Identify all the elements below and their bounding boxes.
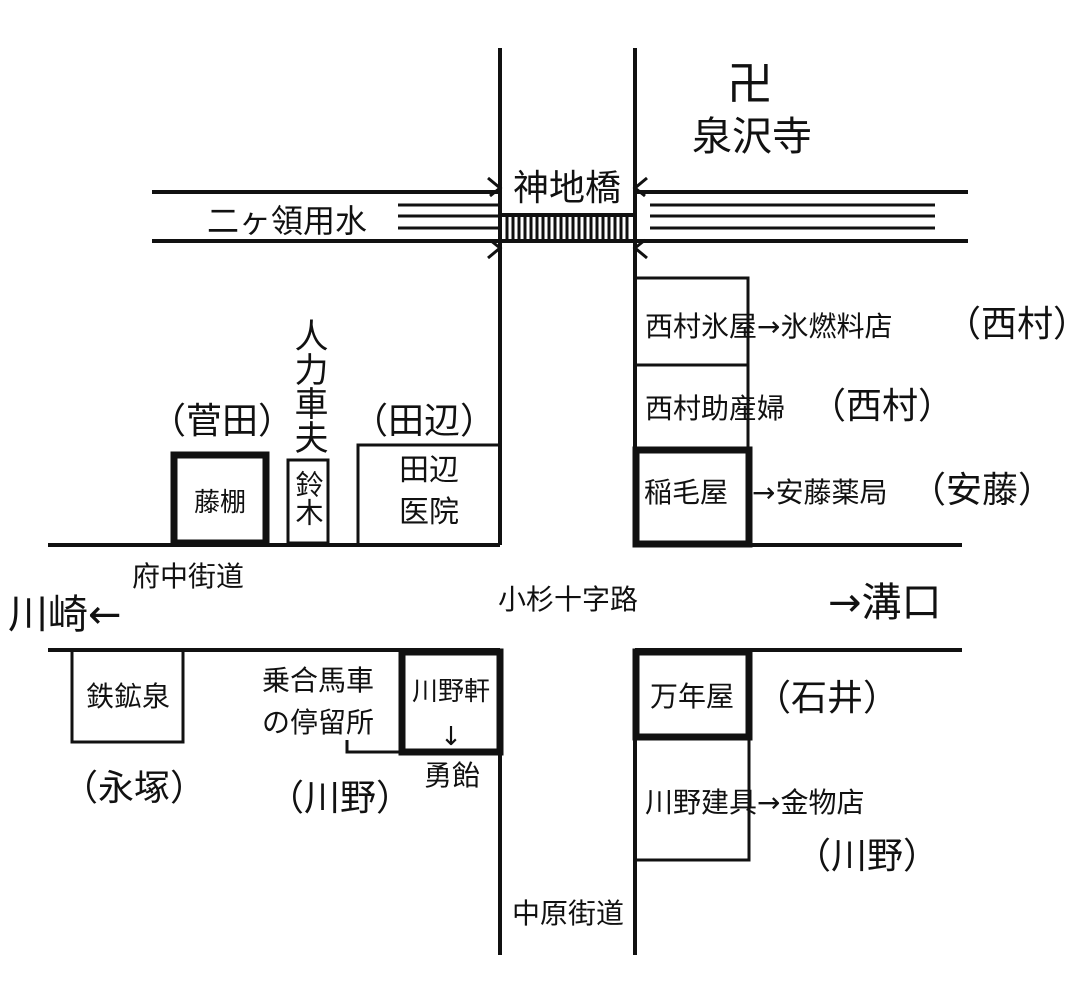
rickshaw-label: 人力車夫 [288, 318, 328, 454]
west-destination: 川崎← [8, 592, 122, 638]
fujidana-label: 藤棚 [194, 488, 246, 518]
fuchu-road-label: 府中街道 [132, 560, 244, 593]
nishimura-ice-label: 西村氷屋→氷燃料店 [645, 310, 892, 343]
tanabe-owner: （田辺） [352, 401, 496, 442]
fujidana-building [170, 451, 270, 547]
nishimura-ice-building [635, 276, 750, 367]
mannenya-building [632, 648, 753, 741]
carriage-stop-line2: の停留所 [262, 706, 374, 739]
ando-owner: （安藤） [910, 470, 1054, 511]
canal-label: 二ヶ領用水 [207, 202, 367, 240]
nagatsuka-owner: （永塚） [62, 768, 206, 809]
bridge [487, 176, 648, 260]
carriage-stop-building [345, 740, 402, 754]
kawanoken-arrow: ↓ [440, 722, 462, 752]
carriage-stop-line1: 乗合馬車 [262, 664, 374, 697]
kawano-se-owner: （川野） [795, 836, 939, 877]
temple-name: 泉沢寺 [692, 114, 812, 160]
tanabe-clinic-building [356, 443, 500, 543]
nishimura-midwife-label: 西村助産婦 [645, 392, 785, 425]
canal [152, 190, 968, 243]
kawano-sw-owner: （川野） [268, 778, 412, 819]
inageya-building [632, 446, 753, 548]
tanabe-clinic-line1: 田辺 [399, 453, 459, 488]
tekkosen-label: 鉄鉱泉 [86, 680, 170, 713]
kawano-tategu-label: 川野建具→金物店 [645, 786, 864, 819]
ishii-owner: （石井） [755, 678, 899, 719]
sugata-owner: （菅田） [150, 401, 294, 442]
yuuame-label: 勇飴 [424, 759, 480, 792]
suzuki-label: 鈴木 [292, 470, 325, 526]
mannenya-label: 万年屋 [650, 680, 734, 713]
nakahara-road-label: 中原街道 [512, 897, 624, 930]
crossing-label: 小杉十字路 [498, 583, 638, 616]
nishimura-ice-owner: （西村） [945, 304, 1080, 345]
nishimura-midwife-owner: （西村） [810, 386, 954, 427]
east-destination: →溝口 [828, 580, 942, 626]
ando-pharmacy-label: →安藤薬局 [752, 476, 887, 509]
tanabe-clinic-line2: 医院 [399, 495, 459, 530]
temple-icon: 卍 [727, 57, 773, 111]
tekkosen-building [70, 652, 185, 744]
suzuki-building [286, 458, 330, 545]
inageya-label: 稲毛屋 [644, 476, 728, 509]
kawano-tategu-building [635, 737, 751, 862]
kawanoken-label: 川野軒 [412, 677, 490, 707]
bridge-label: 神地橋 [513, 168, 621, 209]
kawanoken-building [398, 648, 504, 756]
